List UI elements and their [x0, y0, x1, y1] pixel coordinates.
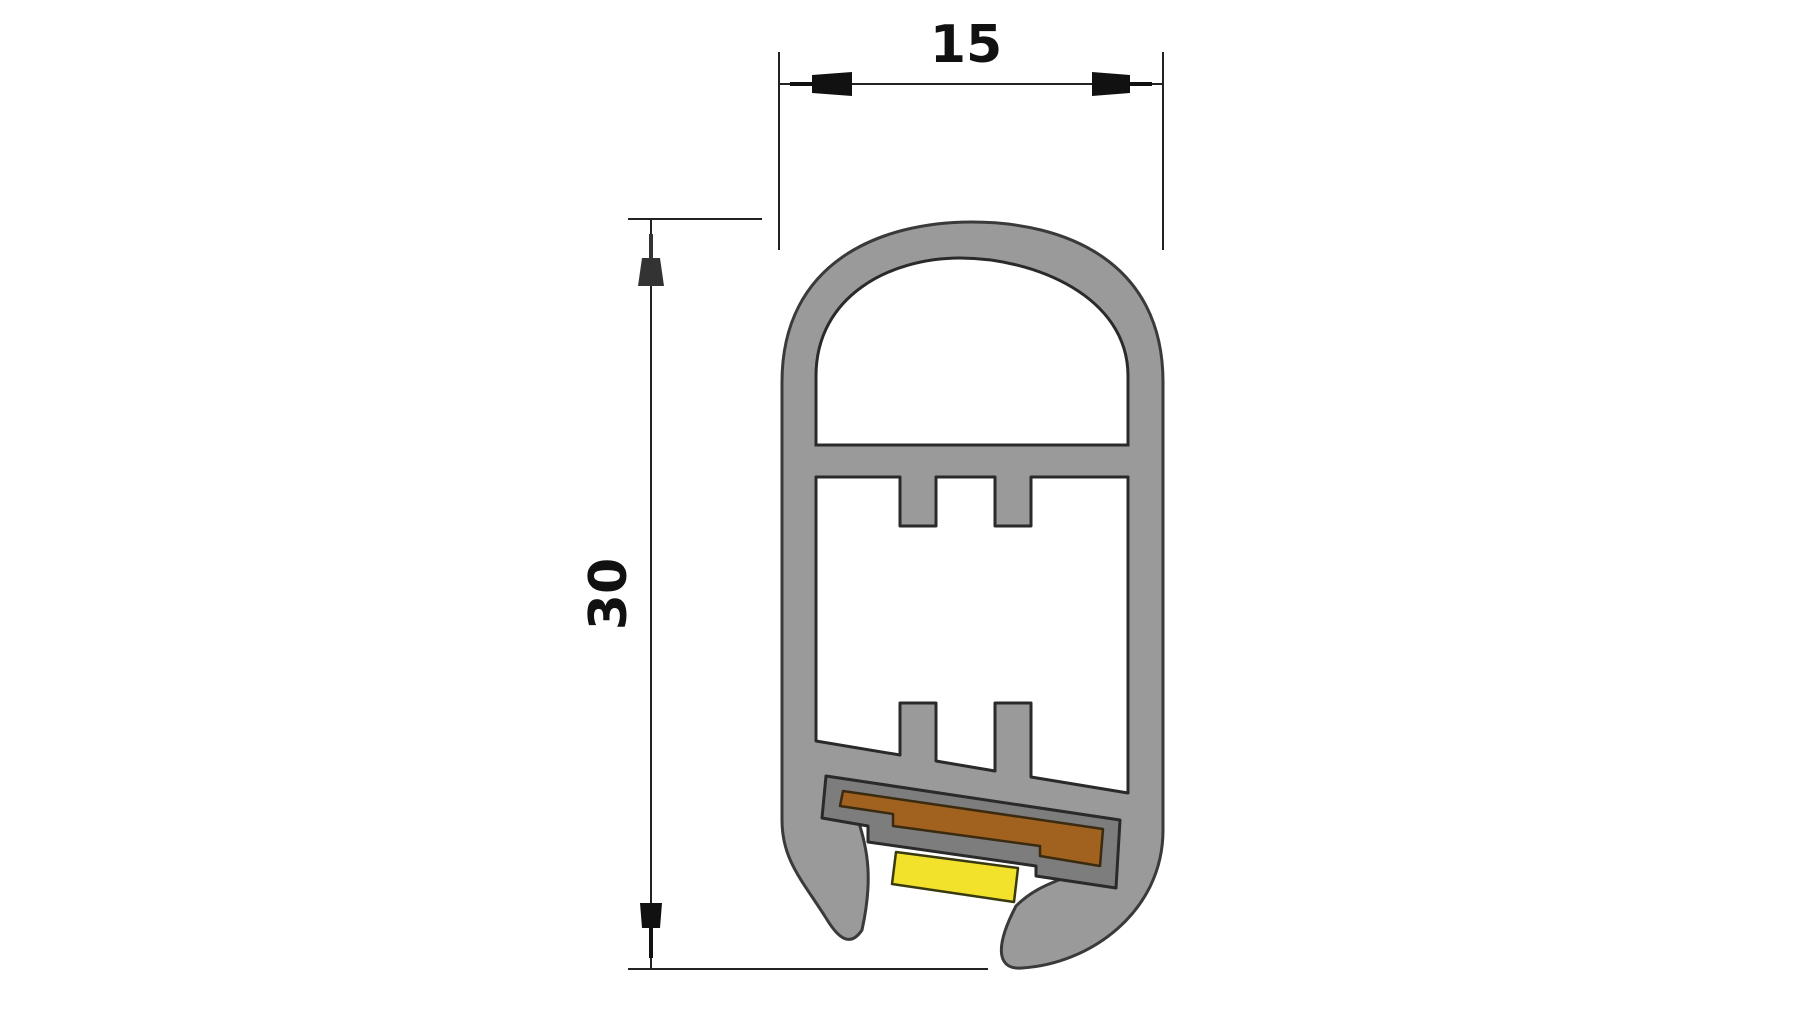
brown-insert-strip	[838, 789, 1105, 868]
profile-main-cavity	[814, 475, 1130, 795]
profile-upper-cavity	[814, 256, 1130, 447]
height-arrow-top	[638, 234, 664, 286]
width-arrow-left	[790, 72, 852, 96]
height-dimension: 30	[579, 218, 988, 970]
width-dimension: 15	[778, 15, 1164, 250]
yellow-seal-strip	[890, 850, 1020, 904]
height-arrow-bottom	[640, 903, 662, 958]
width-dimension-label: 15	[930, 15, 1002, 75]
height-dimension-label: 30	[579, 558, 639, 630]
width-arrow-right	[1092, 72, 1152, 96]
aluminium-profile	[780, 220, 1165, 970]
